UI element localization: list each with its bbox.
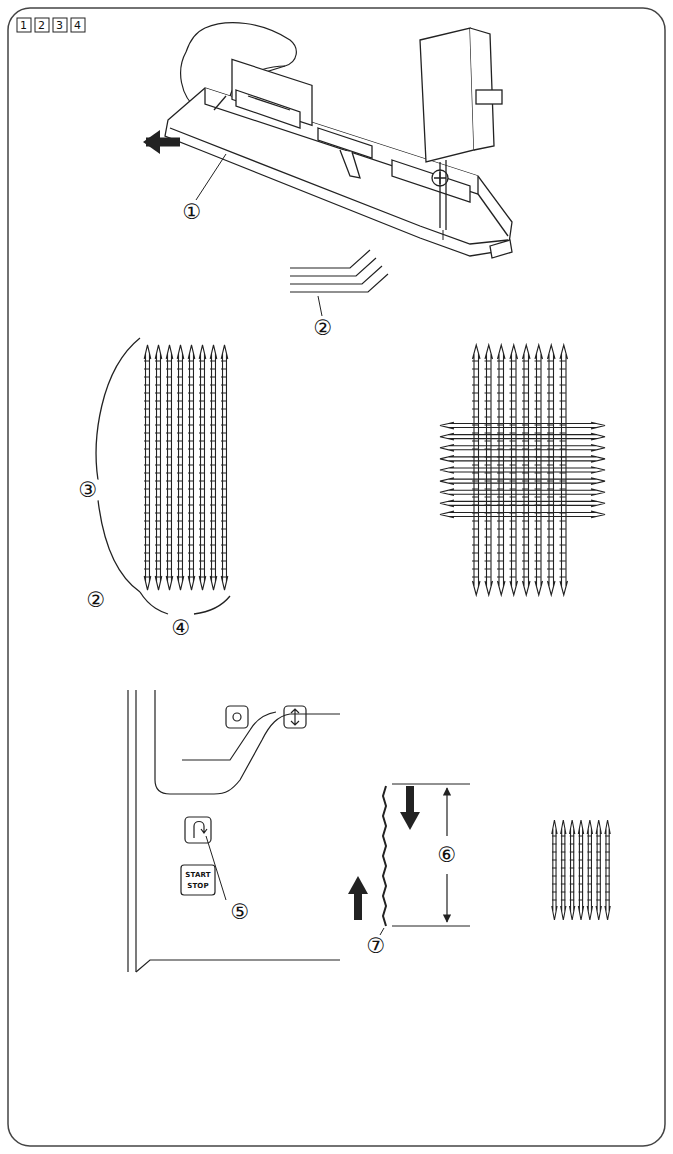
- direction-arrow-head: [143, 130, 160, 154]
- dimension-bracket: [194, 596, 230, 614]
- darning-pattern-small: [552, 820, 610, 920]
- leader-line: [318, 296, 322, 316]
- step-number: 1: [16, 18, 31, 33]
- dimension-bracket: [140, 592, 168, 614]
- callout-number: ④: [171, 618, 192, 639]
- step-number: 3: [52, 18, 67, 33]
- callout-number: ②: [313, 318, 334, 339]
- step-number: 2: [34, 18, 49, 33]
- callout-number: ③: [78, 480, 99, 501]
- callout-number: ⑦: [366, 936, 387, 957]
- darning-cross-pattern: [440, 345, 605, 595]
- callout-number: ①: [182, 202, 203, 223]
- button-text: STOP: [187, 883, 209, 890]
- leader-line: [196, 154, 226, 200]
- callout-number: ②: [86, 590, 107, 611]
- buttonhole-foot: [165, 28, 512, 258]
- machine-panel: [128, 690, 340, 972]
- stitch-sample: [290, 250, 388, 292]
- callout-number: ⑤: [230, 902, 251, 923]
- dimension-bracket: [96, 338, 140, 480]
- dimension-bracket: [98, 500, 140, 592]
- darning-pattern: [144, 345, 228, 590]
- stitch-direction: [348, 784, 470, 935]
- page-frame: [8, 8, 665, 1146]
- callout-number: ⑥: [437, 845, 458, 866]
- step-number: 4: [70, 18, 85, 33]
- button-text: START: [185, 872, 211, 879]
